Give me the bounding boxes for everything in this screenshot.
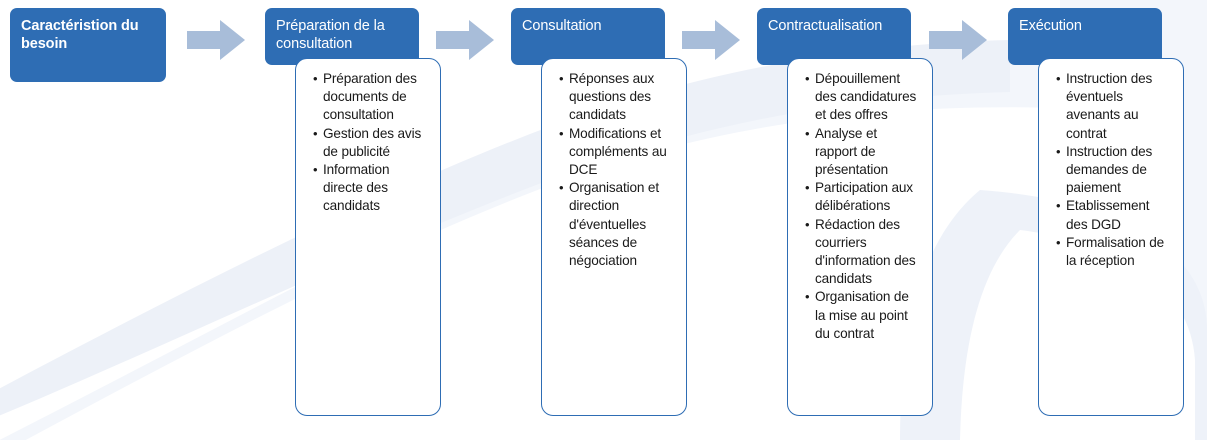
- list-item: Préparation des documents de consultatio…: [313, 70, 430, 125]
- list-item: Modifications et compléments au DCE: [559, 125, 676, 180]
- list-item: Gestion des avis de publicité: [313, 125, 430, 161]
- stage-body-execution: Instruction des éventuels avenants au co…: [1038, 58, 1184, 416]
- arrow-contractualisation-to-execution: [929, 20, 987, 60]
- stage-header-contractualisation[interactable]: Contractualisation: [757, 8, 911, 65]
- stage-header-preparation[interactable]: Préparation de la consultation: [265, 8, 419, 65]
- list-item: Etablissement des DGD: [1056, 197, 1173, 233]
- arrow-preparation-to-consultation: [436, 20, 494, 60]
- arrow-caracterisation-to-preparation: [187, 20, 245, 60]
- stage-items-execution: Instruction des éventuels avenants au co…: [1047, 70, 1173, 270]
- list-item: Analyse et rapport de présentation: [805, 125, 922, 180]
- list-item: Information directe des candidats: [313, 161, 430, 216]
- stage-body-contractualisation: Dépouillement des candidatures et des of…: [787, 58, 933, 416]
- list-item: Dépouillement des candidatures et des of…: [805, 70, 922, 125]
- stage-header-caracterisation[interactable]: Caractéristion du besoin: [10, 8, 166, 82]
- list-item: Organisation de la mise au point du cont…: [805, 288, 922, 343]
- stage-items-consultation: Réponses aux questions des candidats Mod…: [550, 70, 676, 270]
- stage-header-execution[interactable]: Exécution: [1008, 8, 1162, 65]
- list-item: Rédaction des courriers d'information de…: [805, 216, 922, 289]
- list-item: Instruction des demandes de paiement: [1056, 143, 1173, 198]
- stage-body-consultation: Réponses aux questions des candidats Mod…: [541, 58, 687, 416]
- list-item: Instruction des éventuels avenants au co…: [1056, 70, 1173, 143]
- list-item: Participation aux délibérations: [805, 179, 922, 215]
- list-item: Réponses aux questions des candidats: [559, 70, 676, 125]
- stage-items-preparation: Préparation des documents de consultatio…: [304, 70, 430, 216]
- stage-body-preparation: Préparation des documents de consultatio…: [295, 58, 441, 416]
- stage-header-consultation[interactable]: Consultation: [511, 8, 665, 65]
- list-item: Formalisation de la réception: [1056, 234, 1173, 270]
- stage-items-contractualisation: Dépouillement des candidatures et des of…: [796, 70, 922, 343]
- arrow-consultation-to-contractualisation: [682, 20, 740, 60]
- list-item: Organisation et direction d'éventuelles …: [559, 179, 676, 270]
